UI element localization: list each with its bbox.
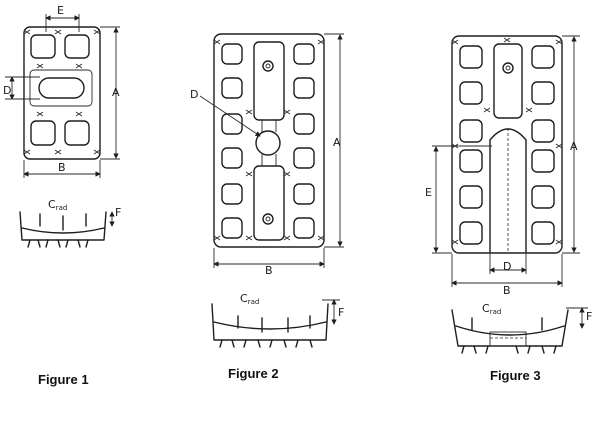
figure-1-caption: Figure 1 — [38, 372, 89, 387]
figure-1-label-a: A — [112, 86, 120, 99]
figure-3-label-e: E — [425, 186, 432, 199]
figure-2-caption: Figure 2 — [228, 366, 279, 381]
figure-1-label-f: F — [115, 206, 121, 219]
figure-2-label-b: B — [265, 264, 273, 277]
figure-1: E D A B Crad F Figure 1 — [3, 4, 121, 387]
figure-2-label-c: Crad — [240, 292, 259, 306]
figure-2-label-a: A — [333, 136, 341, 149]
figure-1-label-d: D — [3, 84, 11, 97]
figure-3-label-a: A — [570, 140, 578, 153]
figure-3-label-c: Crad — [482, 302, 501, 316]
figure-2-label-f: F — [338, 306, 344, 319]
figure-3-label-f: F — [586, 310, 592, 323]
figure-1-label-c: Crad — [48, 198, 67, 212]
figure-2: D A B Crad F Figure 2 — [190, 33, 344, 381]
figure-3-caption: Figure 3 — [490, 368, 541, 383]
figure-3-label-d: D — [503, 260, 511, 273]
figure-2-profile: Crad F — [211, 292, 344, 348]
figure-1-label-e: E — [57, 4, 64, 17]
figure-3-label-b: B — [503, 284, 511, 297]
figure-1-profile: Crad F — [19, 198, 121, 248]
figure-1-plate — [23, 26, 101, 160]
figure-2-plate — [213, 33, 325, 248]
figure-1-label-b: B — [58, 161, 66, 174]
figure-2-label-d: D — [190, 88, 198, 101]
figure-3: E A D B Crad F Figure 3 — [425, 35, 592, 383]
figure-3-plate — [451, 35, 563, 254]
figure-3-profile: Crad F — [451, 302, 592, 354]
